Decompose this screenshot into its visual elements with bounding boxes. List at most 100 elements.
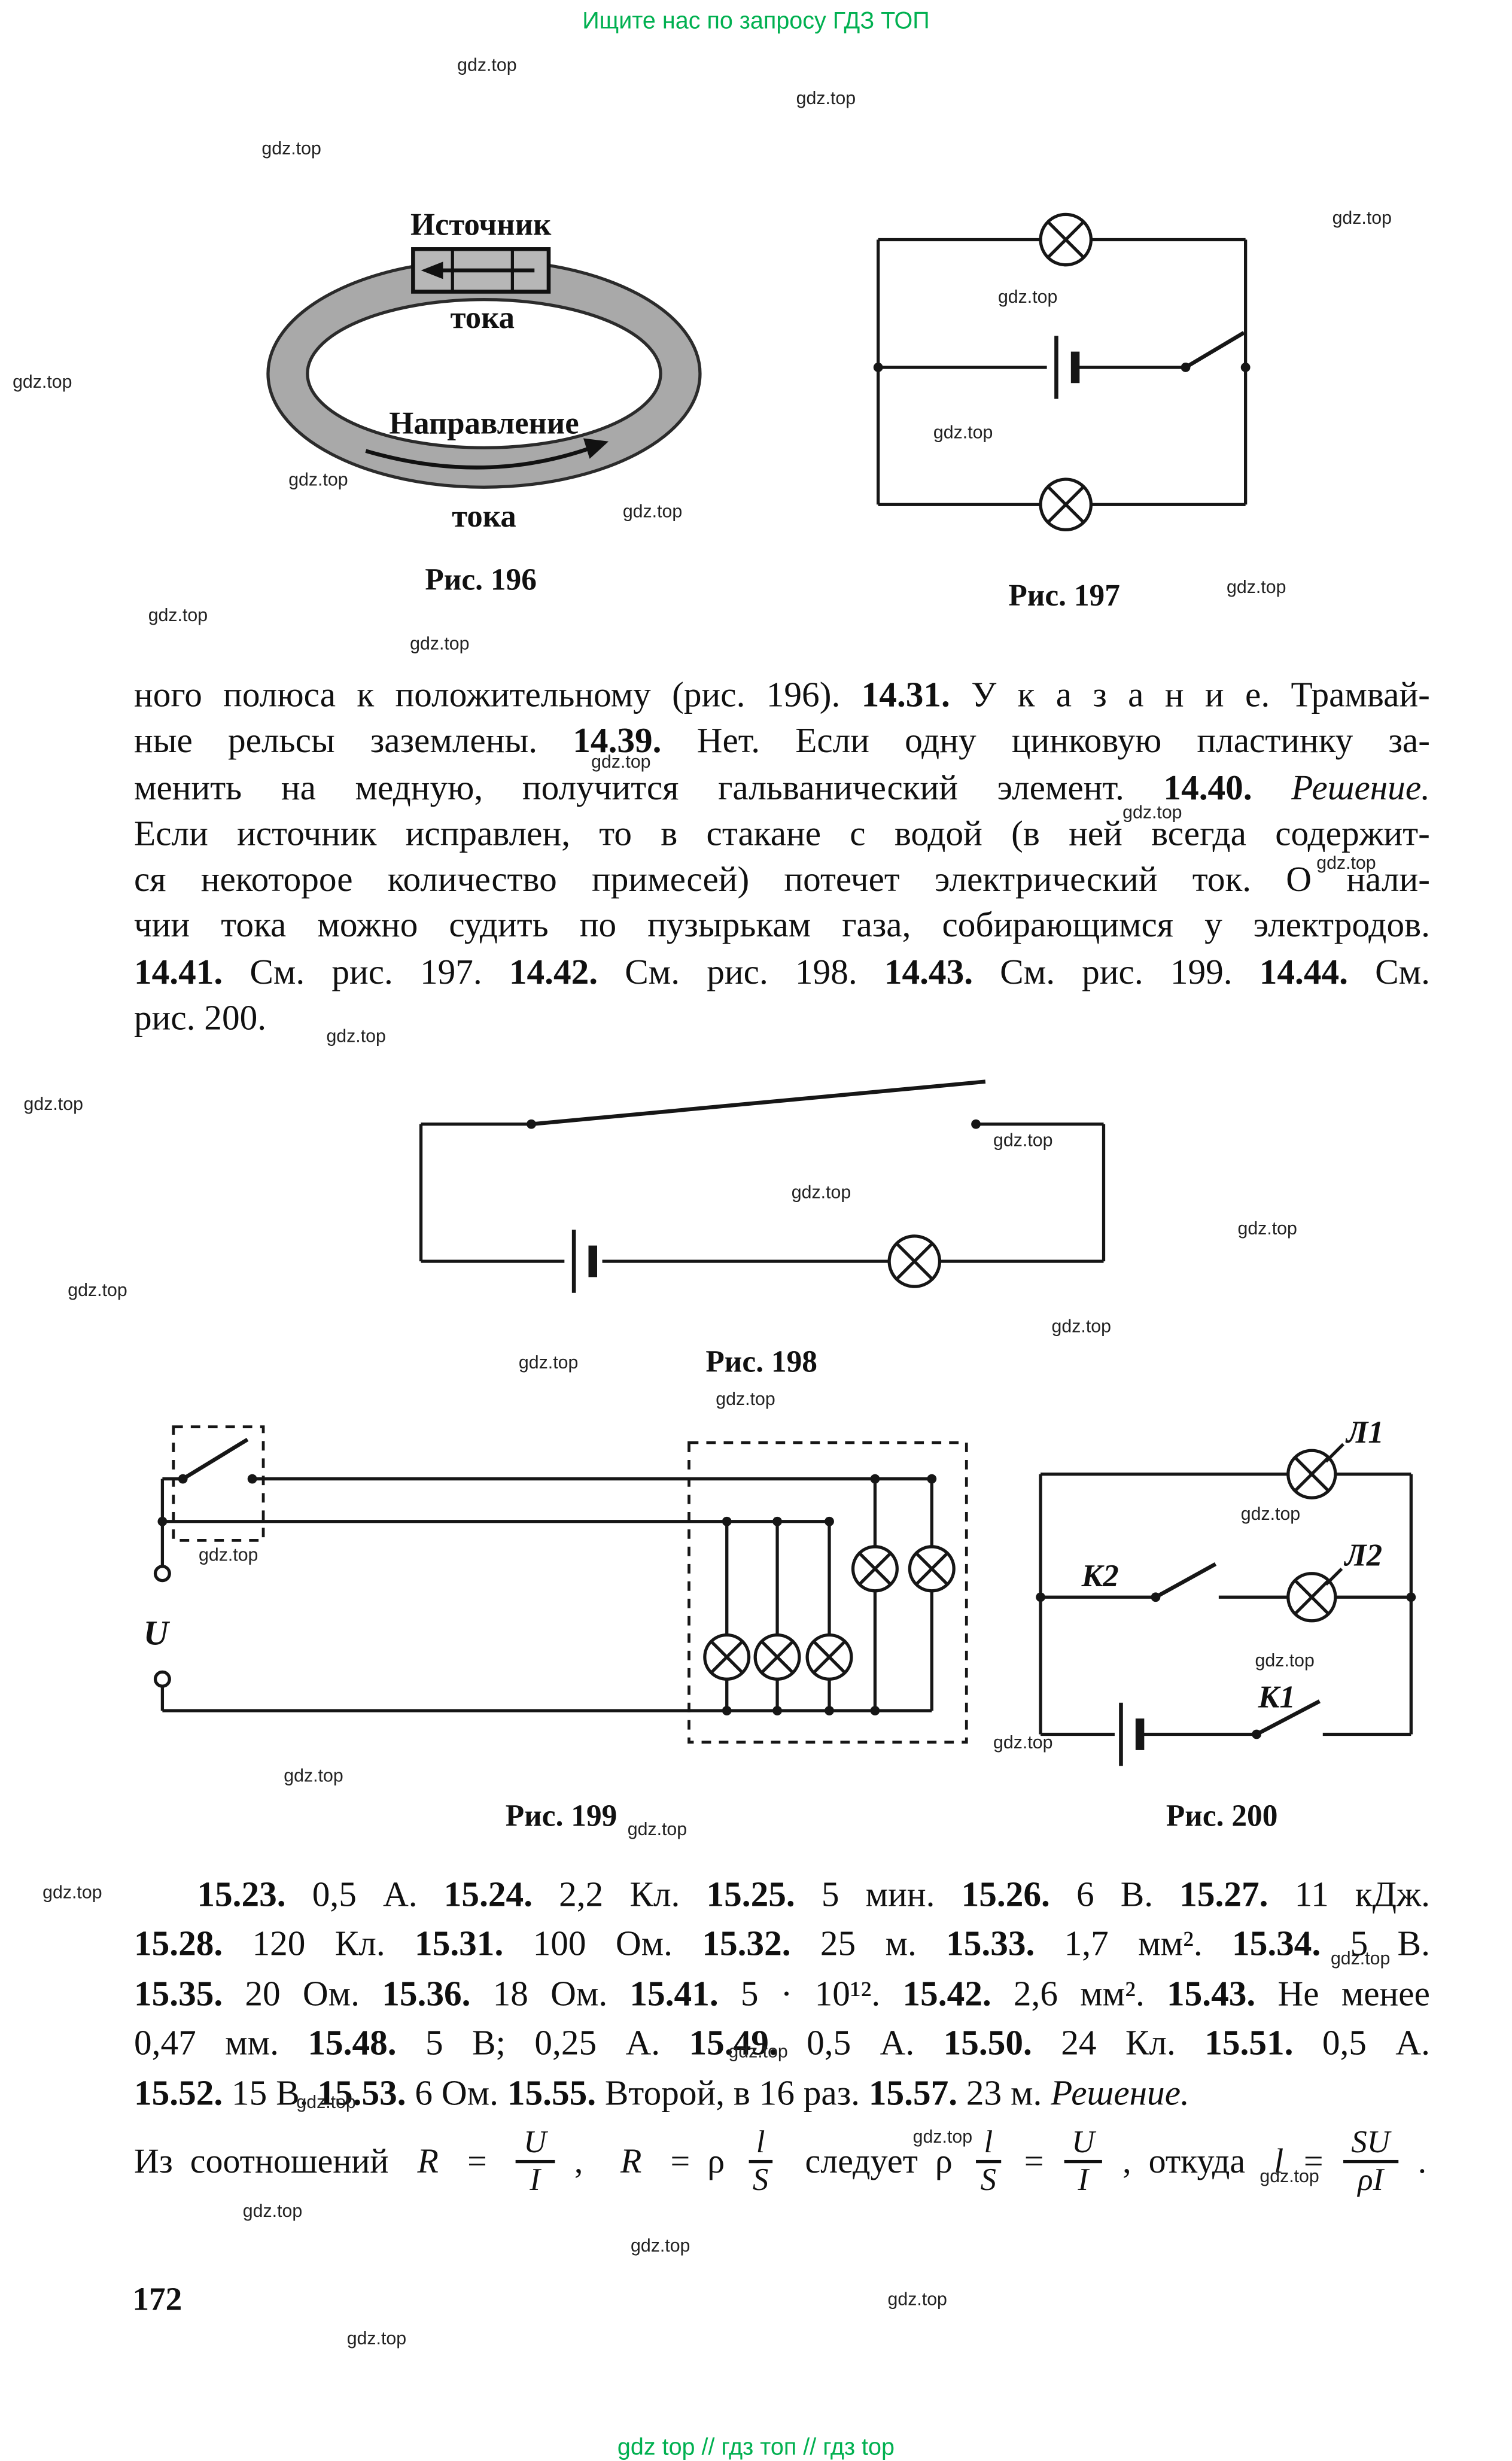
lamp-group-dashed-box bbox=[687, 1441, 968, 1744]
formula-text: R bbox=[417, 2141, 439, 2182]
figure-199: U Рис. 199 bbox=[131, 1408, 998, 1857]
switch-icon bbox=[178, 1437, 257, 1484]
switch-icon bbox=[527, 1079, 986, 1129]
current-direction-arrow-icon bbox=[365, 438, 609, 470]
text-line: 15.35. 20 Ом. 15.36. 18 Ом. 15.41. 5 · 1… bbox=[133, 1973, 1430, 2013]
label-source-word1: Источник bbox=[410, 208, 552, 242]
switch-k2-icon bbox=[1151, 1562, 1217, 1602]
label-direction-word1: Направление bbox=[389, 406, 579, 441]
conductor-loop-inner bbox=[306, 298, 662, 449]
watermark: gdz.top bbox=[346, 2330, 407, 2350]
text-line: ся некоторое количество примесей) потече… bbox=[133, 859, 1430, 899]
watermark: gdz.top bbox=[242, 2203, 303, 2222]
lamp-icon bbox=[909, 1547, 954, 1591]
lamp-icon bbox=[853, 1547, 898, 1591]
figure-197-drawing: Рис. 197 bbox=[873, 192, 1251, 613]
voltage-label: U bbox=[144, 1613, 171, 1652]
formula-text: = bbox=[1295, 2141, 1332, 2182]
figure-200-caption: Рис. 200 bbox=[1166, 1799, 1278, 1833]
formula-text: = ρ bbox=[653, 2141, 734, 2182]
watermark: gdz.top bbox=[23, 1096, 83, 1115]
text-line: чии тока можно судить по пузырькам газа,… bbox=[133, 905, 1430, 945]
battery-icon bbox=[1121, 1703, 1140, 1766]
answers-paragraph: 15.23. 0,5 А. 15.24. 2,2 Кл. 15.25. 5 ми… bbox=[134, 1870, 1430, 2118]
watermark: gdz.top bbox=[13, 373, 72, 393]
figure-200-drawing: Л1 Л2 К2 К1 Рис. 200 bbox=[1036, 1415, 1416, 1833]
formula-text: R bbox=[620, 2141, 642, 2182]
battery-icon bbox=[574, 1230, 593, 1292]
formula-text: следует ρ bbox=[787, 2141, 962, 2182]
switch-icon bbox=[1181, 331, 1245, 372]
lamp2-pointer bbox=[1325, 1567, 1343, 1586]
formula-text: = bbox=[1015, 2141, 1052, 2182]
text-line: 15.23. 0,5 А. 15.24. 2,2 Кл. 15.25. 5 ми… bbox=[197, 1875, 1430, 1914]
current-source-icon bbox=[411, 247, 551, 294]
circuit-wire bbox=[419, 1122, 1106, 1263]
figure-196-drawing: Источник тока Направление тока Рис. 196 bbox=[266, 208, 702, 597]
page-number: 172 bbox=[132, 2280, 182, 2318]
watermark: gdz.top bbox=[148, 607, 208, 626]
lamp2-label: Л2 bbox=[1344, 1538, 1383, 1573]
lamp-icon bbox=[1041, 214, 1091, 264]
lamp-icon bbox=[807, 1635, 851, 1679]
figure-198-drawing: Рис. 198 bbox=[419, 1079, 1106, 1379]
watermark: gdz.top bbox=[42, 1884, 102, 1903]
lamp-icon bbox=[889, 1236, 939, 1286]
solutions-paragraph: ного полюса к положительному (рис. 196).… bbox=[134, 672, 1430, 1042]
figure-199-drawing: U Рис. 199 bbox=[144, 1425, 968, 1833]
top-banner: Ищите нас по запросу ГДЗ ТОП bbox=[582, 8, 930, 35]
figure-198-caption: Рис. 198 bbox=[705, 1344, 817, 1379]
watermark: gdz.top bbox=[261, 140, 321, 160]
figure-196-caption: Рис. 196 bbox=[425, 562, 537, 597]
watermark: gdz.top bbox=[68, 1282, 127, 1301]
formula-text: = bbox=[450, 2141, 504, 2182]
switch-dashed-box bbox=[172, 1425, 265, 1542]
formula-text: , bbox=[565, 2141, 609, 2182]
label-direction-word2: тока bbox=[452, 499, 516, 534]
figure-197: Рис. 197 bbox=[854, 192, 1296, 626]
junction-dot bbox=[873, 363, 883, 372]
junction-dot bbox=[1406, 1592, 1416, 1602]
key2-label: К2 bbox=[1081, 1559, 1119, 1593]
formula-text: Из соотношений bbox=[133, 2141, 406, 2182]
figure-200: Л1 Л2 К2 К1 Рис. 200 bbox=[1017, 1408, 1443, 1857]
text-line: 15.52. 15 В. 15.53. 6 Ом. 15.55. Второй,… bbox=[133, 2073, 1189, 2112]
lamp-icon bbox=[705, 1635, 749, 1679]
bottom-banner: gdz top // гдз топ // гдз top bbox=[617, 2434, 895, 2461]
figure-196: Источник тока Направление тока Рис. 196 bbox=[252, 192, 717, 617]
formula-text: , откуда bbox=[1114, 2141, 1263, 2182]
key1-label: К1 bbox=[1258, 1680, 1295, 1715]
junction-dots bbox=[157, 1474, 937, 1715]
formula-text: l bbox=[1274, 2141, 1284, 2182]
watermark: gdz.top bbox=[887, 2290, 947, 2310]
text-line: рис. 200. bbox=[133, 998, 267, 1038]
circuit-wire bbox=[1039, 1473, 1413, 1736]
figure-198: Рис. 198 bbox=[399, 1060, 1127, 1395]
text-line: ные рельсы заземлены. 14.39. Нет. Если о… bbox=[133, 720, 1430, 760]
watermark: gdz.top bbox=[796, 90, 856, 109]
text-line: Если источник исправлен, то в стакане с … bbox=[133, 813, 1430, 853]
battery-icon bbox=[1056, 336, 1075, 398]
lamp-icon bbox=[1041, 479, 1091, 530]
figure-197-caption: Рис. 197 bbox=[1008, 579, 1120, 613]
junction-dot bbox=[1240, 363, 1251, 372]
watermark: gdz.top bbox=[1237, 1220, 1297, 1240]
watermark: gdz.top bbox=[457, 56, 517, 76]
lamp1-pointer bbox=[1325, 1443, 1344, 1463]
text-line: менить на медную, получится гальваническ… bbox=[133, 767, 1430, 807]
terminal-icon bbox=[153, 1670, 171, 1688]
figure-199-caption: Рис. 199 bbox=[506, 1799, 617, 1833]
text-line: 14.41. См. рис. 197. 14.42. См. рис. 198… bbox=[133, 951, 1430, 991]
text-line: ного полюса к положительному (рис. 196).… bbox=[133, 674, 1430, 714]
terminal-icon bbox=[153, 1565, 171, 1583]
watermark: gdz.top bbox=[1332, 209, 1392, 229]
watermark: gdz.top bbox=[631, 2237, 690, 2256]
